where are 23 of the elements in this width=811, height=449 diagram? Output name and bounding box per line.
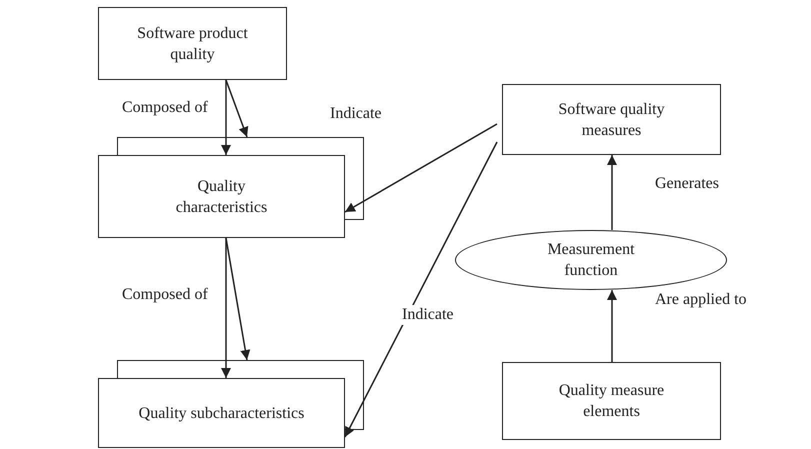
stacked-box [98,137,364,238]
arrow [221,238,231,378]
node-text: Measurement function [546,240,636,281]
node-text: Quality characteristics [174,176,268,218]
arrow [225,80,248,138]
arrow [221,80,231,155]
edge-label: Are applied to [655,290,747,310]
process-box [98,7,287,80]
arrow [607,290,617,362]
arrow [607,155,617,230]
process-box [502,84,721,155]
node-text: Software product quality [136,24,249,64]
edge-label: Composed of [122,98,208,118]
arrow [225,238,250,360]
node-text: Quality subcharacteristics [138,404,304,424]
edge-label: Composed of [122,285,208,305]
arrow [344,142,498,438]
edge-label: Indicate [402,305,454,325]
node-text: Quality measure elements [558,381,666,422]
stacked-box [98,360,364,448]
arrow [344,123,498,213]
process-box [502,362,721,440]
node-text: Software quality measures [557,100,666,140]
